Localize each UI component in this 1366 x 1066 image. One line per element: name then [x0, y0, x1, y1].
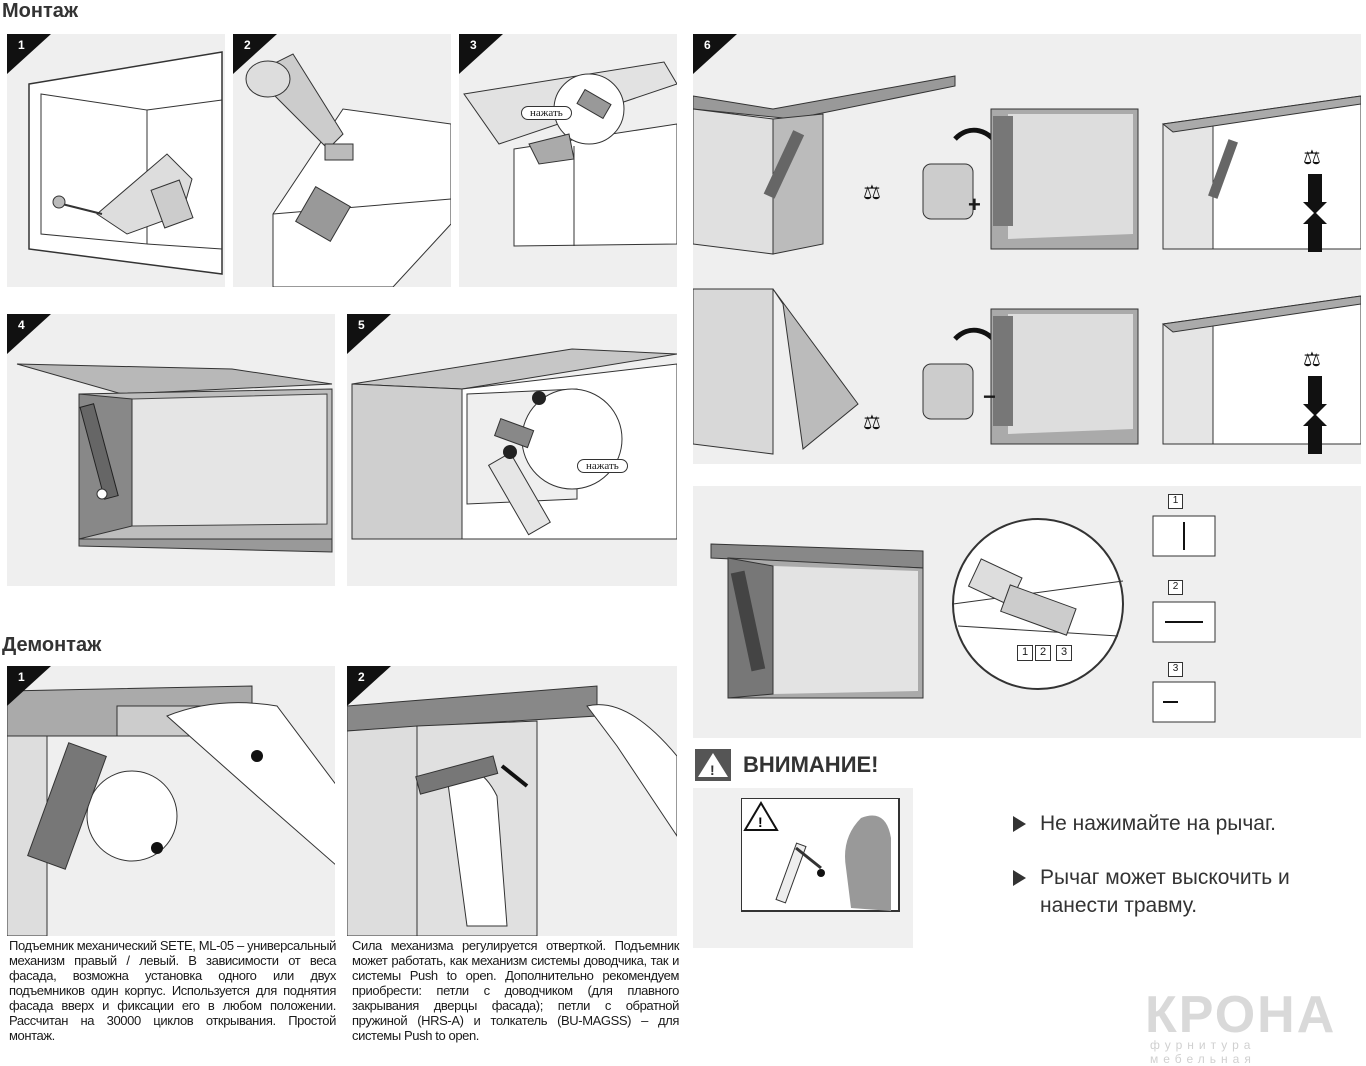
- svg-text:!: !: [758, 814, 763, 830]
- step-2-number: 2: [244, 38, 251, 52]
- removal-step-2-panel: 2: [347, 666, 677, 936]
- step-3-number: 3: [470, 38, 477, 52]
- svg-text:⚖: ⚖: [863, 182, 881, 204]
- adjustment-panel: 1 2 3 1 2 3: [693, 486, 1361, 738]
- adjustment-circle-label-1: 1: [1017, 645, 1033, 661]
- step-3-illustration: [463, 61, 677, 247]
- svg-text:⚖: ⚖: [1303, 349, 1321, 371]
- adjustment-label-1: 1: [1168, 494, 1183, 509]
- adjustment-circle-label-2: 2: [1035, 645, 1051, 661]
- plus-sign: +: [968, 192, 981, 217]
- adjustment-illustration: [710, 515, 1216, 723]
- removal-step-1-badge: 1: [7, 666, 51, 706]
- removal-step-2-badge: 2: [347, 666, 391, 706]
- step-4-panel: 4: [7, 314, 335, 586]
- step-6-badge: 6: [693, 34, 737, 74]
- warning-item-1: Не нажимайте на рычаг.: [1013, 810, 1276, 838]
- step-3-badge: 3: [459, 34, 503, 74]
- svg-text:⚖: ⚖: [1303, 147, 1321, 169]
- removal-step-2-illustration: [347, 685, 677, 936]
- brand-logo: КРОНА: [1145, 986, 1337, 1044]
- removal-step-1-number: 1: [18, 670, 25, 684]
- product-description: Подъемник механический SETE, ML-05 – уни…: [9, 938, 336, 1043]
- warning-illustration: !: [741, 798, 900, 912]
- removal-step-1-panel: 1: [7, 666, 335, 936]
- step-5-number: 5: [358, 318, 365, 332]
- step-5-badge: 5: [347, 314, 391, 354]
- adjustment-label-3: 3: [1168, 662, 1183, 677]
- warning-title: ВНИМАНИЕ!: [743, 752, 879, 777]
- warning-item-2-text: Рычаг может выскочить и нанести травму.: [1040, 866, 1290, 917]
- step-5-illustration: [351, 348, 677, 540]
- step-2-illustration: [245, 53, 451, 287]
- step-3-panel: нажать 3: [459, 34, 677, 287]
- step-4-illustration: [16, 363, 333, 553]
- bullet-arrow-icon: [1013, 816, 1026, 833]
- step-1-illustration: [28, 51, 223, 275]
- warning-icon: !: [695, 749, 731, 781]
- warning-item-2: Рычаг может выскочить и нанести травму.: [1013, 864, 1313, 920]
- step-6-illustration: ⚖ ⚖ ⚖ ⚖: [693, 34, 1361, 464]
- step-1-badge: 1: [7, 34, 51, 74]
- step-6-panel: ⚖ ⚖ ⚖ ⚖ + − 6: [693, 34, 1361, 464]
- brand-tagline: фурнитура мебельная: [1150, 1038, 1256, 1066]
- warning-text-area: [913, 788, 1361, 948]
- step-2-badge: 2: [233, 34, 277, 74]
- removal-step-2-number: 2: [358, 670, 365, 684]
- step-1-number: 1: [18, 38, 25, 52]
- step-1-panel: 1: [7, 34, 225, 287]
- removal-step-1-illustration: [7, 685, 335, 936]
- press-label-1: нажать: [521, 106, 572, 120]
- bullet-arrow-icon: [1013, 870, 1026, 887]
- svg-text:⚖: ⚖: [863, 412, 881, 434]
- step-4-number: 4: [18, 318, 25, 332]
- install-title: Монтаж: [2, 0, 79, 22]
- step-6-number: 6: [704, 38, 711, 52]
- warning-item-1-text: Не нажимайте на рычаг.: [1040, 812, 1276, 835]
- minus-sign: −: [983, 384, 996, 409]
- adjustment-label-2: 2: [1168, 580, 1183, 595]
- press-label-2: нажать: [577, 459, 628, 473]
- warning-panel: ! Не нажимайте на рычаг. Рычаг может выс…: [693, 788, 1361, 948]
- adjustment-description: Сила механизма регулируется отверткой. П…: [352, 938, 679, 1043]
- step-2-panel: 2: [233, 34, 451, 287]
- step-4-badge: 4: [7, 314, 51, 354]
- removal-title: Демонтаж: [2, 634, 102, 656]
- step-5-panel: нажать 5: [347, 314, 677, 586]
- adjustment-circle-label-3: 3: [1056, 645, 1072, 661]
- svg-text:!: !: [710, 762, 715, 778]
